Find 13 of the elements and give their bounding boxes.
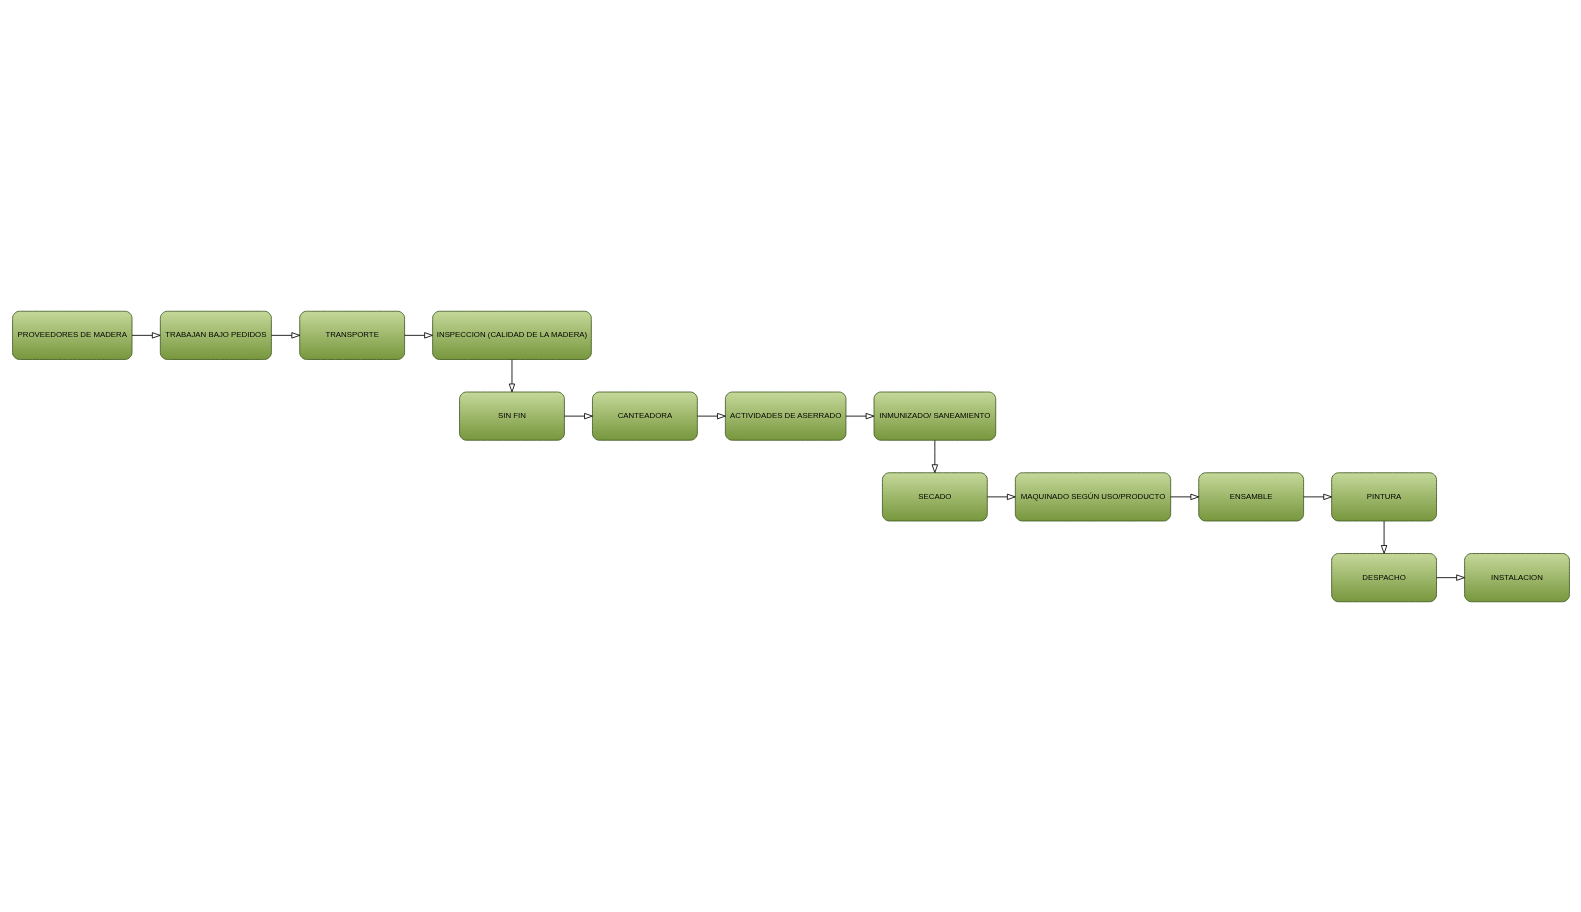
arrow [986,493,1016,500]
arrow [270,331,300,339]
arrow [508,358,515,392]
arrow [1302,493,1332,500]
arrow [696,412,726,419]
arrow [1380,520,1387,554]
arrow [1169,493,1199,500]
arrow [931,439,938,473]
arrow [563,412,593,419]
arrow [403,331,433,339]
arrow [131,331,161,339]
arrow [845,412,874,419]
arrow [1435,573,1465,581]
